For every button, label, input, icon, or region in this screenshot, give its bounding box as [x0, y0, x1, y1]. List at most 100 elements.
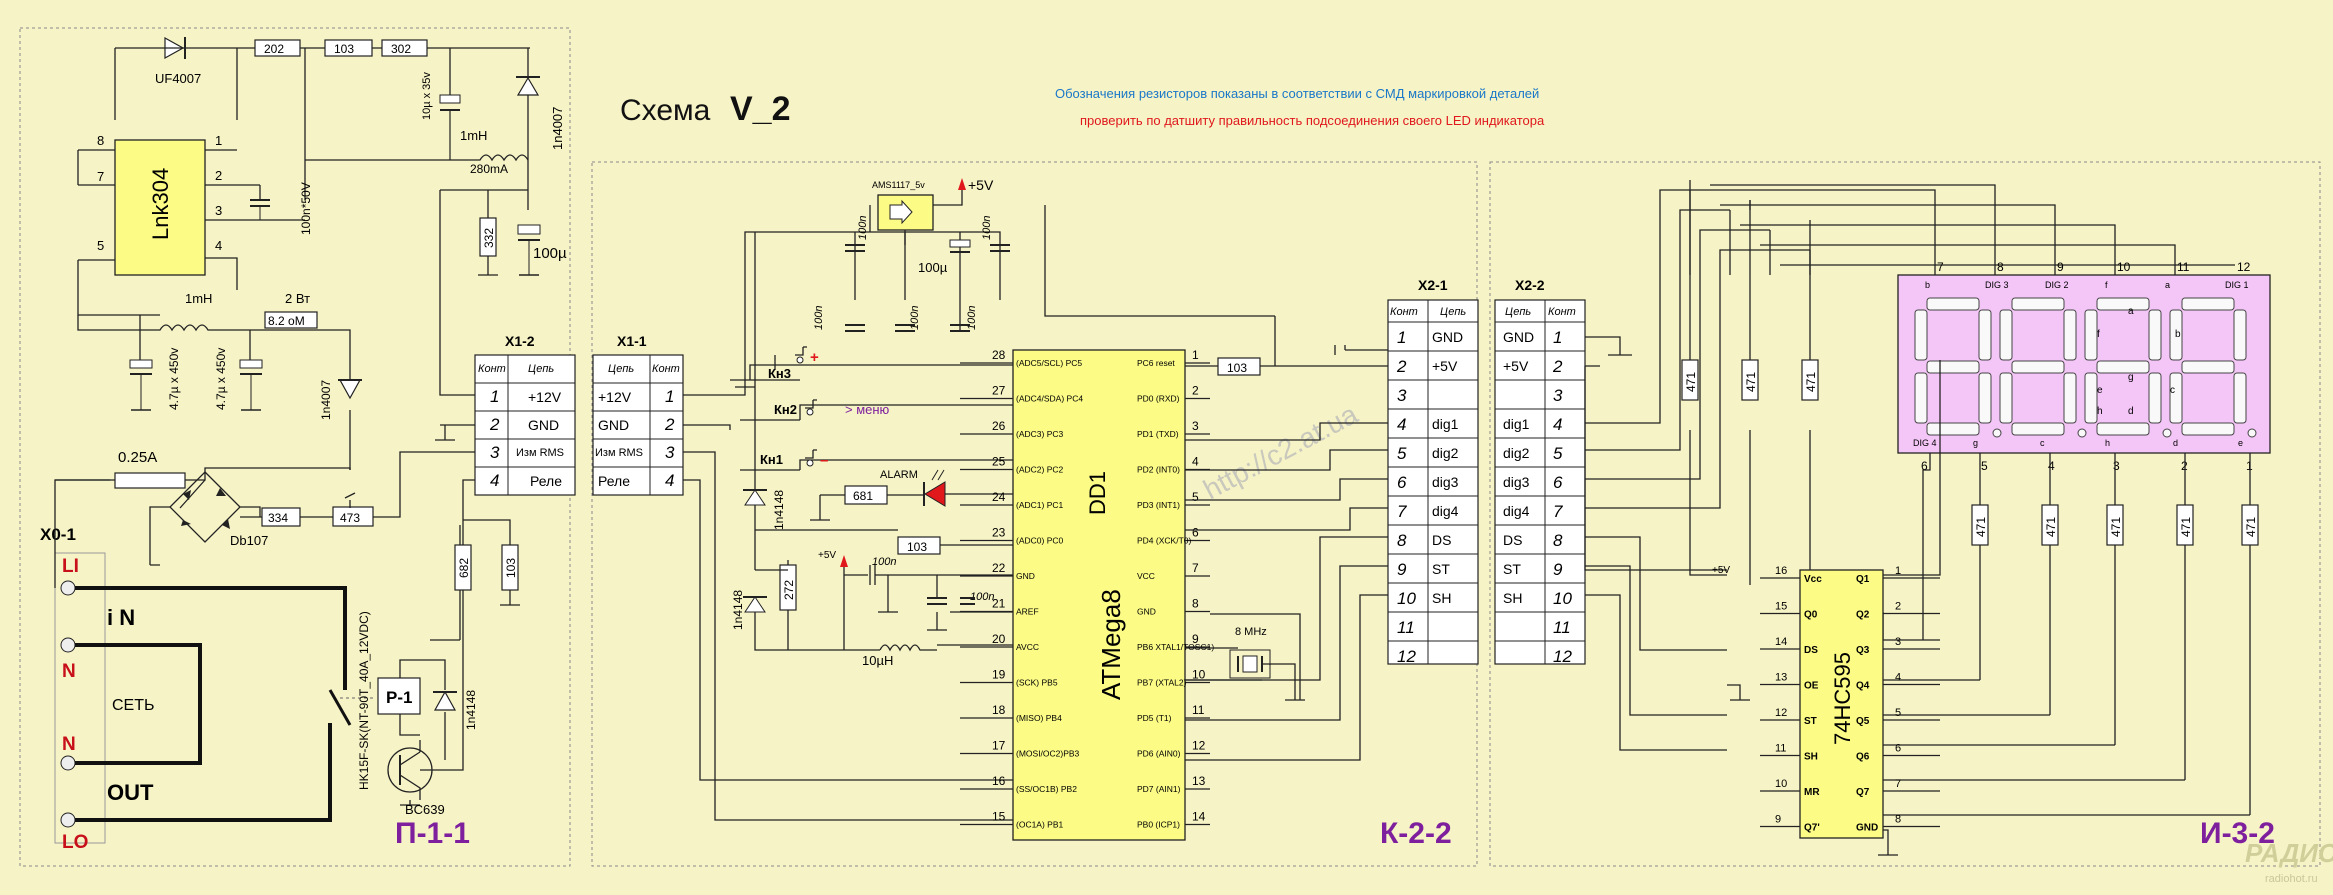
- mcu-pin-label: (OC1A) PB1: [1016, 820, 1064, 830]
- shift-pin-label: OE: [1804, 681, 1819, 692]
- display-segment: [2096, 297, 2150, 311]
- table-row-sig: +5V: [1432, 358, 1458, 374]
- table-row-sig: dig4: [1503, 503, 1530, 519]
- label-r471: 471: [2179, 517, 2193, 537]
- x1-2-row-sig: Реле: [530, 473, 562, 489]
- mcu-pin-number: 6: [1192, 526, 1199, 540]
- label-v5-b: +5V: [818, 550, 836, 561]
- chip-lnk304: [114, 139, 206, 276]
- label-r471-c: 471: [1804, 372, 1818, 392]
- terminal-screws: [60, 580, 76, 828]
- wire-controller-main: [683, 205, 1275, 821]
- smd-note: Обозначения резисторов показаны в соотве…: [1055, 86, 1539, 101]
- display-dp: [2162, 428, 2172, 438]
- display-segment: [1978, 372, 1992, 424]
- resistor-8-2-ohm: [264, 311, 318, 329]
- display-segment: [2011, 297, 2065, 311]
- mcu-pin-label: PD0 (RXD): [1137, 394, 1180, 404]
- wire-display-bottom: [1922, 453, 2251, 815]
- alarm-led: [923, 469, 946, 507]
- label-r272: 272: [782, 580, 796, 600]
- label-d1: 1n4148: [772, 490, 786, 530]
- wire-rms: [300, 451, 470, 518]
- mcu-pin-number: 26: [992, 419, 1006, 433]
- led-note: проверить по датшиту правильность подсое…: [1080, 113, 1545, 128]
- display-pin-top: 9: [2057, 260, 2064, 274]
- mcu-pin-number: 24: [992, 490, 1006, 504]
- bridge-db107: [169, 471, 241, 543]
- wire-resistor-verticals: [1689, 180, 1811, 600]
- display-segment: [1926, 297, 1980, 311]
- display-segment: [2063, 309, 2077, 361]
- wire-top-segments: [1689, 184, 2235, 275]
- v5-arrow-icon-b: [840, 555, 848, 567]
- display-digits: [1914, 297, 2257, 438]
- display-segment: [2084, 309, 2098, 361]
- wire-diodes: [754, 560, 880, 651]
- display-segment: [2011, 422, 2065, 436]
- label-cap-100u-pwr: 100µ: [533, 245, 567, 262]
- display-segment: [2169, 309, 2183, 361]
- button-kn1: [805, 449, 817, 467]
- shift-pin-number: 10: [1775, 778, 1787, 790]
- mcu-pin-label: (ADC1) PC1: [1016, 500, 1064, 510]
- table-row-num: 6: [1397, 473, 1407, 492]
- wire-aref: [843, 565, 1013, 652]
- display-pin-label-top: f: [2105, 280, 2108, 290]
- mcu-atmega8: [1012, 349, 1186, 841]
- mcu-pin-label: (SS/OC1B) PB2: [1016, 784, 1077, 794]
- diode-1n4007-b: [338, 379, 362, 400]
- display-segment: [2011, 360, 2065, 374]
- shift-pin-label: Q7': [1804, 823, 1820, 834]
- caps-controller: [845, 239, 1010, 332]
- mcu-pin-label: (SCK) PB5: [1016, 678, 1058, 688]
- x1-1-title: X1-1: [617, 333, 647, 349]
- table-row-num: 8: [1397, 531, 1407, 550]
- mcu-pin-label: AREF: [1016, 607, 1039, 617]
- mcu-pin-number: 5: [1192, 490, 1199, 504]
- shift-pin-number: 14: [1775, 636, 1787, 648]
- svg-text:3: 3: [215, 203, 222, 218]
- shift-pin-number: 15: [1775, 601, 1787, 613]
- x1-2-head-sig: Цепь: [528, 363, 554, 375]
- table-row-num: 2: [1552, 357, 1563, 376]
- table-row-sig: GND: [1432, 329, 1463, 345]
- resistor-471: [1971, 504, 1989, 546]
- display-segment: [2148, 372, 2162, 424]
- display-pin-top: 7: [1937, 260, 1944, 274]
- x1-1-row-sig: Реле: [598, 473, 630, 489]
- shift-pin-number: 11: [1775, 743, 1786, 755]
- seg-letter-h: h: [2097, 406, 2103, 417]
- shift-pin-number: 16: [1775, 565, 1787, 577]
- mcu-pin-number: 7: [1192, 561, 1199, 575]
- mcu-pin-number: 12: [1192, 739, 1206, 753]
- display-segment: [1999, 372, 2013, 424]
- mcu-pin-label: PB0 (ICP1): [1137, 820, 1180, 830]
- shift-pin-label: DS: [1804, 645, 1818, 656]
- table-row-sig: dig3: [1432, 474, 1459, 490]
- wire-relay: [399, 525, 461, 760]
- label-74hc595: 74HC595: [1830, 652, 1855, 745]
- label-fuse: 0.25A: [118, 449, 157, 466]
- display-pin-label-top: a: [2165, 280, 2170, 290]
- mcu-pin-label: PD6 (AIN0): [1137, 749, 1181, 759]
- table-row-num: 3: [1397, 386, 1407, 405]
- mcu-pin-number: 1: [1192, 348, 1199, 362]
- mcu-pin-number: 20: [992, 632, 1006, 646]
- table-row-sig: dig3: [1503, 474, 1530, 490]
- label-r471: 471: [2044, 517, 2058, 537]
- x1-2-row-sig: Изм RMS: [516, 447, 564, 459]
- mcu-pin-label: (ADC5/SCL) PC5: [1016, 358, 1082, 368]
- label-r103-a: 103: [334, 42, 354, 56]
- display-pin-label-top: b: [1925, 280, 1930, 290]
- svg-text:7: 7: [97, 169, 104, 184]
- shift-pin-label: Q1: [1856, 574, 1870, 585]
- display-pin-bottom: 3: [2113, 459, 2120, 473]
- wire-bc639-gnd: [400, 800, 420, 806]
- mcu-pin-number: 17: [992, 739, 1006, 753]
- display-segment: [2096, 422, 2150, 436]
- footer-site: radiohot.ru: [2265, 873, 2318, 885]
- x1-1-head-num: Конт: [652, 363, 680, 375]
- svg-text:1: 1: [215, 133, 222, 148]
